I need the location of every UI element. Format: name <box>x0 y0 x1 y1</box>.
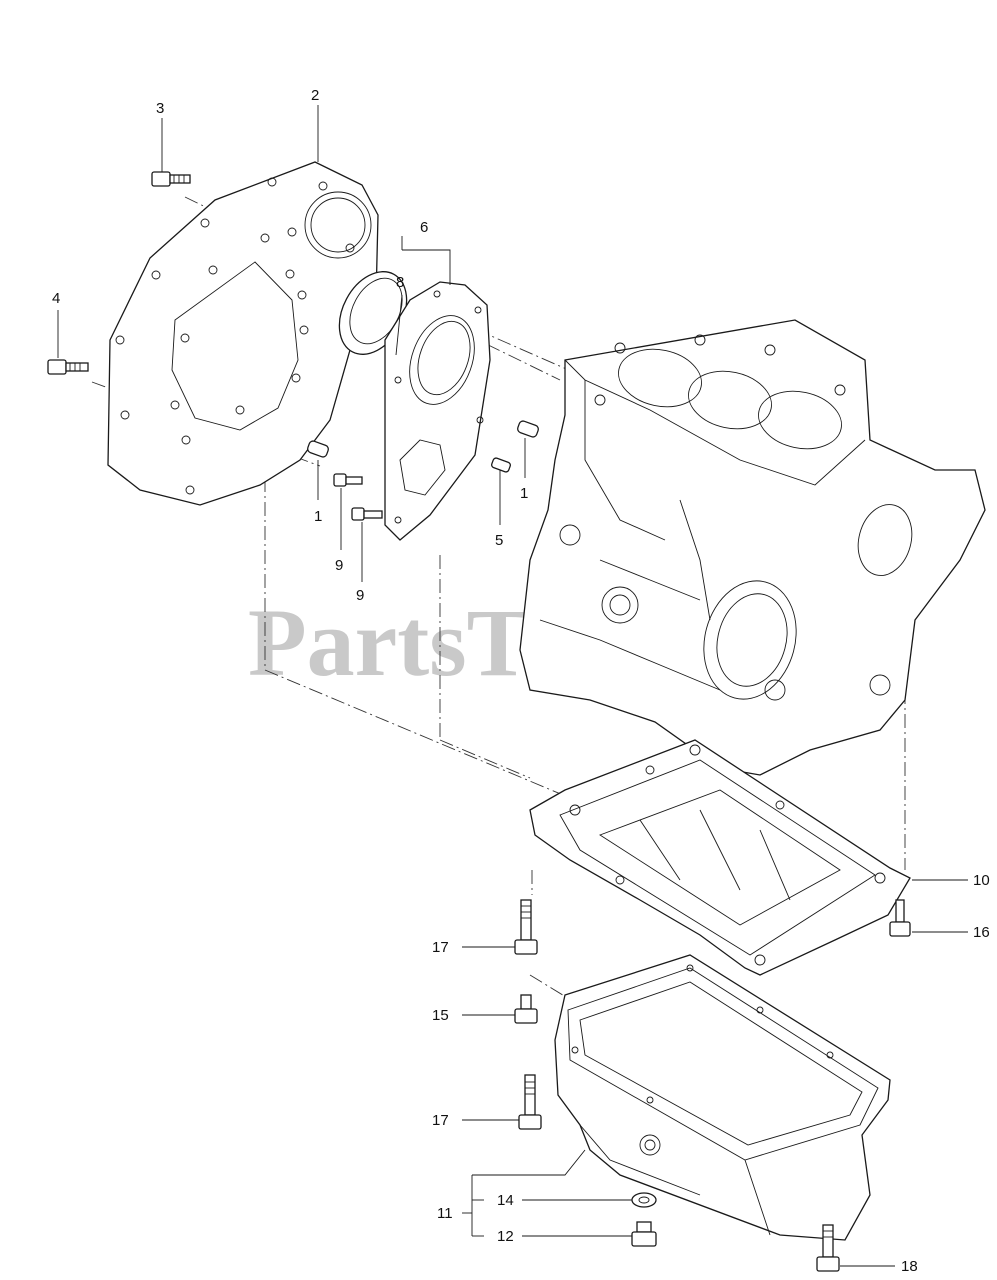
callout-18: 18 <box>901 1258 918 1275</box>
callout-17-upper: 17 <box>432 939 449 956</box>
dowel-pin-left <box>307 440 329 458</box>
bolt-part-18 <box>816 1224 840 1272</box>
callouts: 3 2 6 8 4 1 1 5 9 9 10 16 17 15 17 11 14… <box>52 87 990 1275</box>
drain-plug-part-12 <box>631 1221 657 1247</box>
callout-16: 16 <box>973 924 990 941</box>
callout-8: 8 <box>396 274 404 291</box>
callout-4: 4 <box>52 290 60 307</box>
flywheel-housing-plate <box>107 161 379 506</box>
callout-9-lower: 9 <box>356 587 364 604</box>
callout-3: 3 <box>156 100 164 117</box>
callout-5: 5 <box>495 532 503 549</box>
bolt-part-16 <box>889 899 911 937</box>
callout-1-right: 1 <box>520 485 528 502</box>
bolt-part-17-lower <box>518 1074 542 1130</box>
callout-15: 15 <box>432 1007 449 1024</box>
seal-housing-part-6 <box>384 281 491 541</box>
cylinder-block <box>519 319 986 776</box>
callout-17-lower: 17 <box>432 1112 449 1129</box>
callout-11: 11 <box>437 1205 453 1222</box>
callout-9-upper: 9 <box>335 557 343 574</box>
callout-6: 6 <box>420 219 428 236</box>
plate-bolt-holes <box>115 177 355 495</box>
dowel-pin-right <box>517 420 539 438</box>
pin-part-5 <box>491 457 511 473</box>
callout-10: 10 <box>973 872 990 889</box>
bolt-part-9-upper <box>333 473 363 487</box>
bolt-part-15 <box>514 994 538 1024</box>
bolt-part-4 <box>47 359 89 375</box>
callout-1-left: 1 <box>314 508 322 525</box>
bolt-part-3 <box>151 171 191 187</box>
callout-14: 14 <box>497 1192 514 1209</box>
leader-lines <box>57 105 968 1267</box>
oil-pan-part-11 <box>554 954 891 1241</box>
callout-2: 2 <box>311 87 319 104</box>
washer-part-14 <box>631 1192 657 1208</box>
callout-12: 12 <box>497 1228 514 1245</box>
lower-crankcase-part-10 <box>529 739 911 976</box>
bolt-part-17-upper <box>514 899 538 955</box>
bolt-part-9-lower <box>351 507 383 521</box>
